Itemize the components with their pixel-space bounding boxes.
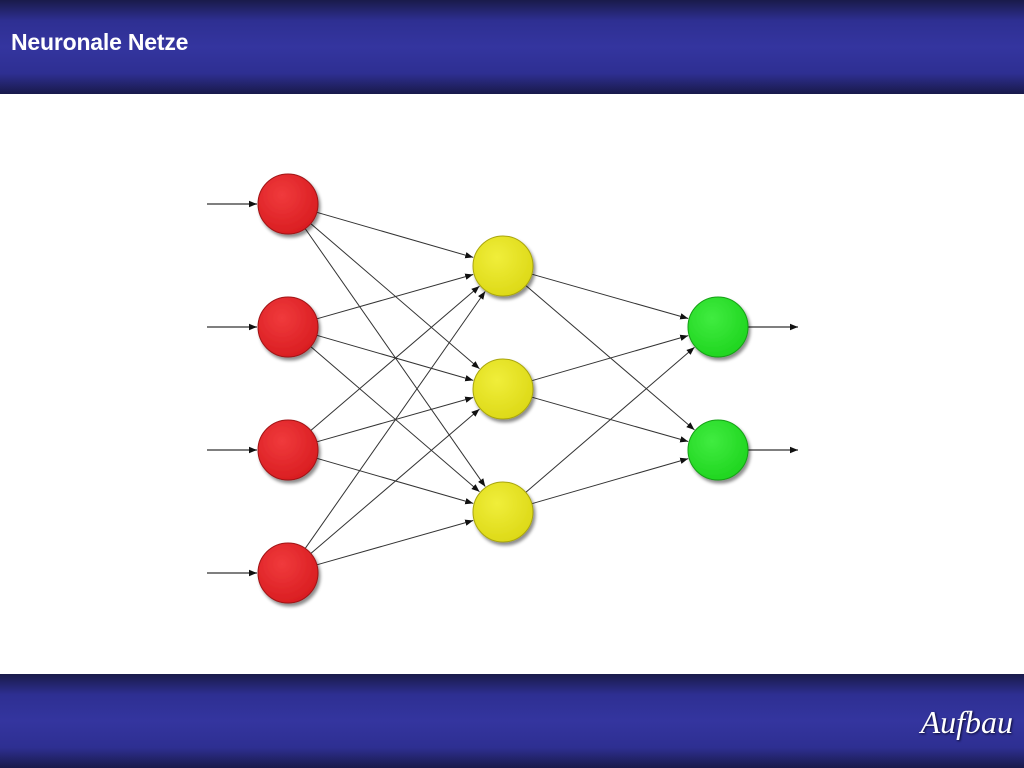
connection-hidden-2-to-output-1	[531, 334, 689, 382]
footer-bar: Aufbau	[0, 674, 1024, 768]
connection-input-4-to-hidden-3	[316, 519, 474, 566]
connection-input-2-to-hidden-1	[316, 273, 474, 320]
output-neuron-2	[687, 419, 749, 481]
input-neuron-3	[257, 419, 319, 481]
connection-input-4-to-hidden-2	[310, 408, 480, 554]
input-neuron-4	[257, 542, 319, 604]
connection-input-4-to-hidden-1	[304, 291, 486, 549]
hidden-neuron-1	[472, 235, 534, 297]
slide-subtitle: Aufbau	[920, 704, 1013, 740]
output-neuron-1	[687, 296, 749, 358]
header-bar: Neuronale Netze	[0, 0, 1024, 94]
slide-title: Neuronale Netze	[11, 29, 189, 55]
hidden-neuron-2	[472, 358, 534, 420]
connection-input-1-to-hidden-1	[316, 211, 474, 259]
hidden-neuron-3	[472, 481, 534, 543]
input-neuron-2	[257, 296, 319, 358]
connection-hidden-3-to-output-2	[531, 457, 689, 505]
connection-input-3-to-hidden-1	[310, 285, 480, 431]
input-neuron-1	[257, 173, 319, 235]
connection-hidden-1-to-output-1	[531, 273, 689, 320]
connection-hidden-3-to-output-1	[525, 346, 695, 493]
neural-network-diagram	[207, 173, 798, 604]
